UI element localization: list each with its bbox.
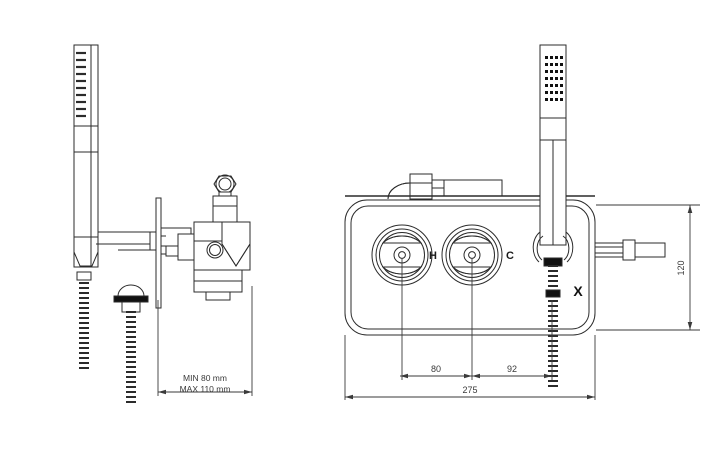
- front-handset: [539, 44, 567, 246]
- front-dimension-80: 80: [431, 364, 441, 374]
- front-outlet-pipe: [594, 239, 666, 261]
- side-hose-outlet: [113, 284, 149, 404]
- cross-marker-icon: X: [573, 283, 583, 299]
- side-wall-plate: [155, 197, 162, 309]
- front-handset-spray-face: [545, 56, 563, 101]
- side-handset: [73, 44, 99, 268]
- front-top-spout: [345, 173, 595, 200]
- side-elevation-group: [73, 44, 253, 404]
- front-hose: [545, 264, 561, 388]
- side-hose-left: [76, 271, 92, 370]
- front-elevation-group: [344, 44, 666, 388]
- side-handset-spray-face: [76, 51, 86, 118]
- side-dimension-max: MAX 110 mm: [180, 384, 231, 394]
- front-dimension-120: 120: [676, 260, 686, 275]
- front-dimension-275: 275: [462, 385, 477, 395]
- side-dimension-min: MIN 80 mm: [183, 373, 227, 383]
- side-handset-holder: [98, 231, 151, 251]
- label-hot: H: [429, 250, 437, 262]
- front-dimension-lines: [344, 204, 700, 400]
- side-dimension-group: [157, 286, 253, 396]
- side-valve-body: [160, 174, 251, 301]
- side-inlet-pipe: [96, 231, 156, 251]
- front-dimension-92: 92: [507, 364, 517, 374]
- label-cold: C: [506, 250, 514, 262]
